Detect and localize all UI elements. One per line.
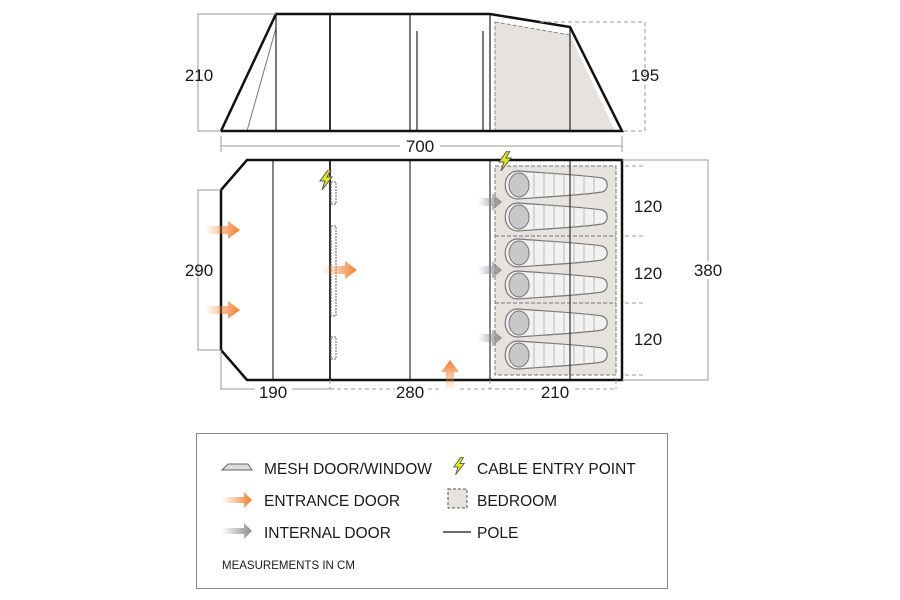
internal-arrow-icon bbox=[478, 329, 502, 347]
side-view: 210 195 700 bbox=[185, 12, 659, 156]
bedroom-width-label: 120 bbox=[634, 197, 662, 216]
entrance-door-arrows bbox=[205, 221, 459, 390]
section-length-label: 190 bbox=[259, 383, 287, 402]
legend: MESH DOOR/WINDOW CABLE ENTRY POINT ENTRA… bbox=[196, 433, 668, 589]
legend-cable: CABLE ENTRY POINT bbox=[477, 461, 636, 478]
height-right-label: 195 bbox=[631, 66, 659, 85]
bedroom-width-label: 120 bbox=[634, 264, 662, 283]
legend-mesh: MESH DOOR/WINDOW bbox=[264, 461, 432, 478]
height-left-label: 210 bbox=[185, 66, 213, 85]
entrance-arrow-icon bbox=[205, 221, 240, 239]
section-length-label: 210 bbox=[541, 383, 569, 402]
internal-arrow-icon bbox=[478, 261, 502, 279]
legend-internal: INTERNAL DOOR bbox=[264, 525, 391, 542]
legend-pole: POLE bbox=[477, 525, 518, 542]
legend-note: MEASUREMENTS IN CM bbox=[222, 560, 355, 572]
internal-door-arrows bbox=[478, 193, 502, 347]
length-label: 700 bbox=[406, 137, 434, 156]
legend-bedroom: BEDROOM bbox=[477, 493, 557, 510]
width-total-label: 380 bbox=[694, 261, 722, 280]
entrance-arrow-icon bbox=[322, 261, 357, 279]
section-length-label: 280 bbox=[396, 383, 424, 402]
internal-arrow-icon bbox=[478, 193, 502, 211]
width-front-label: 290 bbox=[185, 261, 213, 280]
internal-arrow-icon bbox=[222, 523, 252, 539]
entrance-arrow-icon bbox=[205, 301, 240, 319]
bedroom-icon bbox=[447, 488, 468, 509]
entrance-arrow-icon bbox=[441, 360, 459, 390]
bedroom-area bbox=[494, 165, 617, 376]
mesh-icon bbox=[220, 463, 253, 471]
floor-plan: 290 380 120 120 120 190 280 210 bbox=[185, 151, 725, 402]
bedroom-width-label: 120 bbox=[634, 330, 662, 349]
legend-entrance: ENTRANCE DOOR bbox=[264, 493, 400, 510]
entrance-arrow-icon bbox=[222, 492, 252, 508]
